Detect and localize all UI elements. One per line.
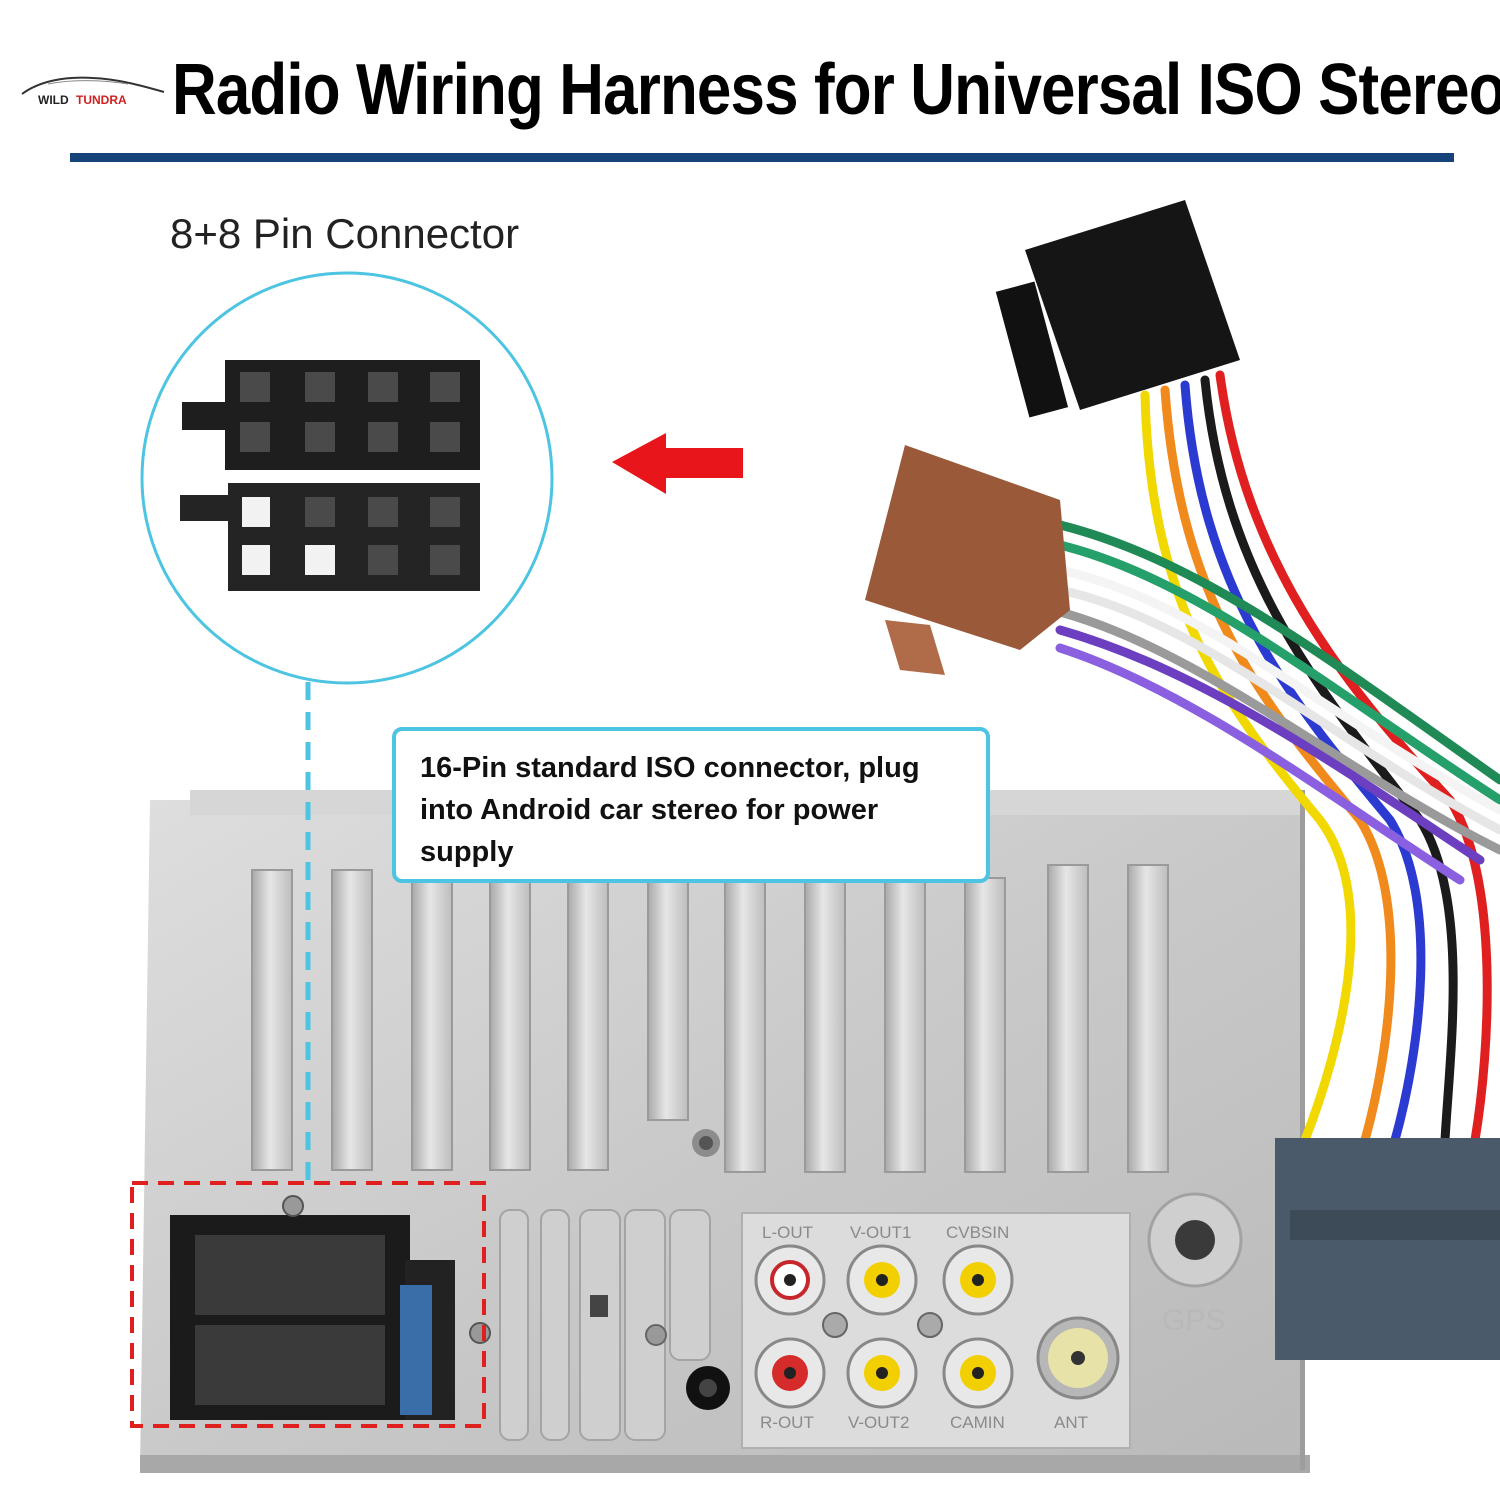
title-divider xyxy=(70,153,1454,162)
label-v-out2: V-OUT2 xyxy=(848,1413,909,1432)
callout-text: 16-Pin standard ISO connector, plug into… xyxy=(420,752,920,868)
brand-logo: WILD TUNDRA xyxy=(18,68,168,108)
rear-panel xyxy=(499,1209,730,1441)
page-title: Radio Wiring Harness for Universal ISO S… xyxy=(172,50,1500,130)
label-cvbsin: CVBSIN xyxy=(946,1223,1009,1242)
logo-text-tundra: TUNDRA xyxy=(76,93,127,107)
label-ant: ANT xyxy=(1054,1413,1088,1432)
zoom-circle-icon xyxy=(140,271,554,685)
label-gps: GPS xyxy=(1162,1304,1225,1337)
left-arrow-icon xyxy=(612,433,743,494)
iso-socket xyxy=(170,1195,491,1420)
car-logo-icon: WILD TUNDRA xyxy=(21,76,165,107)
grey-iso-plug xyxy=(1275,1138,1500,1360)
heatsink-fins xyxy=(251,864,1169,1173)
label-l-out: L-OUT xyxy=(762,1223,813,1242)
zoom-caption: 8+8 Pin Connector xyxy=(170,210,520,257)
label-v-out1: V-OUT1 xyxy=(850,1223,911,1242)
rca-panel: L-OUT V-OUT1 CVBSIN R-OUT V-OUT2 CAMIN A… xyxy=(741,1192,1243,1449)
callout-box: 16-Pin standard ISO connector, plug into… xyxy=(392,727,990,883)
label-r-out: R-OUT xyxy=(760,1413,814,1432)
label-camin: CAMIN xyxy=(950,1413,1005,1432)
black-iso-plug xyxy=(995,200,1240,418)
iso-socket-highlight xyxy=(130,1181,486,1428)
brown-iso-plug xyxy=(865,445,1070,675)
harness-wires xyxy=(1055,370,1500,1145)
logo-text-wild: WILD xyxy=(38,93,69,107)
